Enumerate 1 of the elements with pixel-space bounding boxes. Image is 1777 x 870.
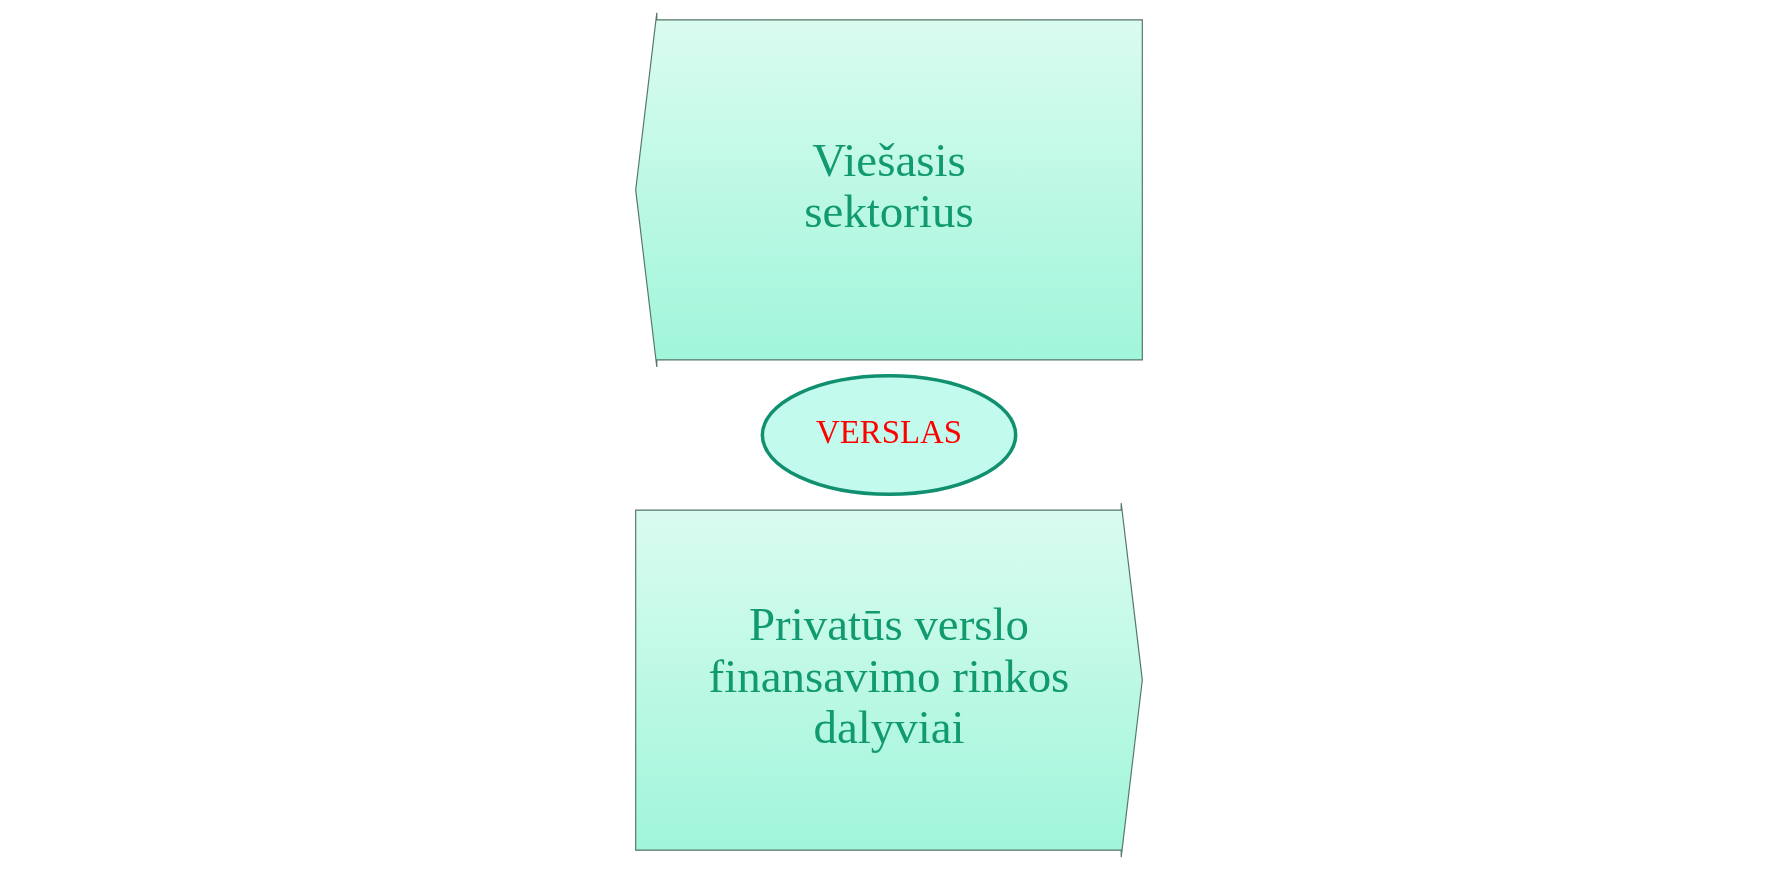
node-ellipse: VERSLAS — [760, 374, 1017, 496]
